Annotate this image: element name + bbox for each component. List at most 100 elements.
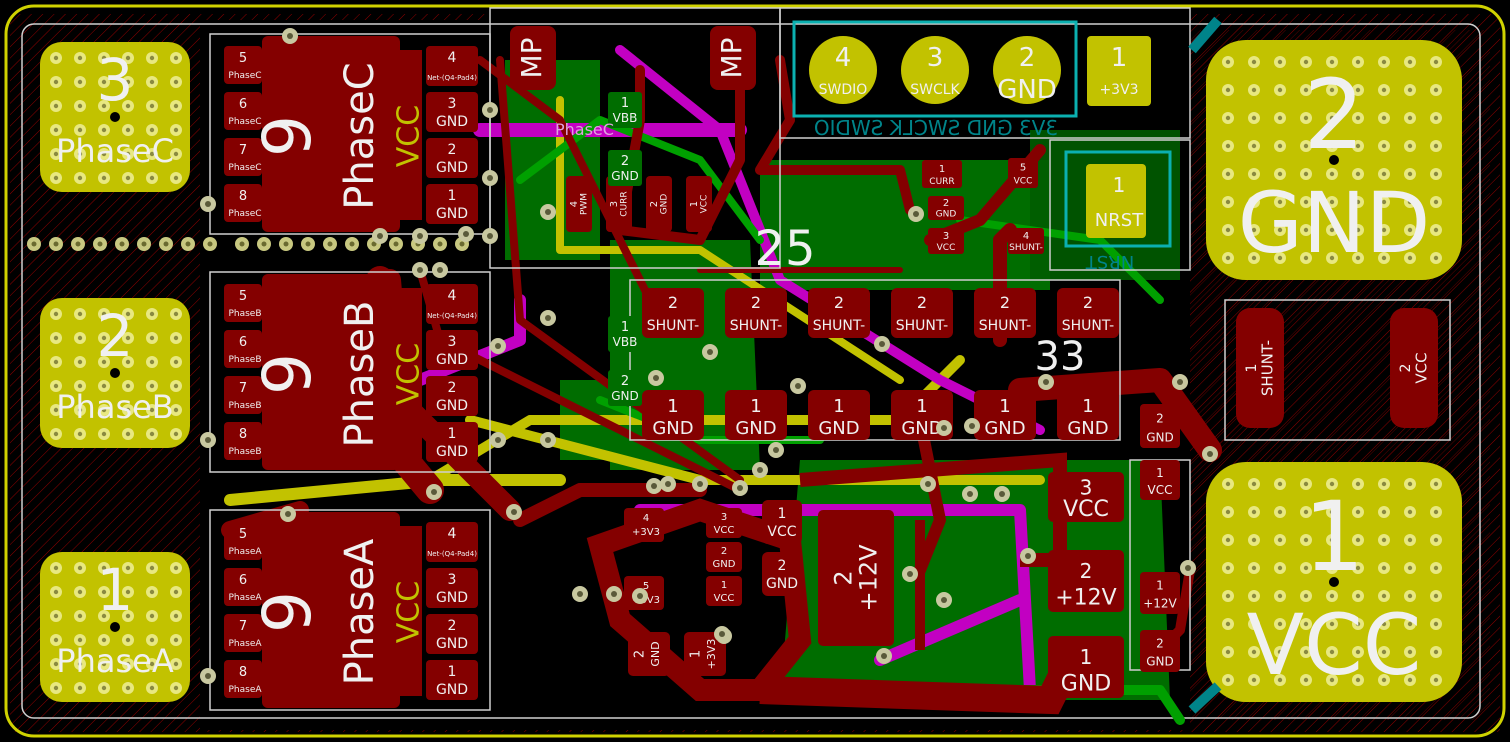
pin-number: 1 <box>621 320 629 335</box>
pin-net: PhaseC <box>228 71 261 81</box>
pin-number: 1 <box>939 164 945 175</box>
pin-number: 1 <box>689 201 700 207</box>
pin-number: 7 <box>239 143 247 158</box>
mosfet-pin <box>426 284 478 324</box>
pin-number: 5 <box>239 527 247 542</box>
pin-number: 4 <box>835 43 852 73</box>
mosfet-pin <box>224 330 262 368</box>
corner-mark <box>1188 16 1222 54</box>
pin-number: 2 <box>448 142 457 158</box>
pin-number: 1 <box>689 650 704 658</box>
pin-number: 2 <box>621 374 629 389</box>
pin-number: 6 <box>239 573 247 588</box>
pin-net: PhaseA <box>228 685 262 695</box>
pin-number: 3 <box>721 512 727 523</box>
mosfet-pin <box>224 184 262 222</box>
mosfet-side-net: VCC <box>392 581 427 643</box>
pin-number: 8 <box>239 189 247 204</box>
pin-net: GND <box>901 418 942 439</box>
mosfet-pin <box>224 522 262 560</box>
pin-number: 5 <box>1020 163 1026 174</box>
pin-number: 2 <box>1080 559 1093 583</box>
pin-net: GND <box>1146 655 1174 669</box>
pin-number: 7 <box>239 619 247 634</box>
pin-net: VCC <box>1063 497 1109 522</box>
pin-number: 2 <box>830 570 858 585</box>
mp-label: MP <box>715 37 748 78</box>
header-pin-3v3[interactable]: 1 +3V3 <box>1087 36 1151 106</box>
pin-net: PWM <box>580 193 590 215</box>
nrst-pad[interactable]: 1 NRST <box>1064 150 1172 248</box>
pin-number: 2 <box>751 293 761 312</box>
pin-number: 1 <box>1156 466 1164 480</box>
pin-number: 3 <box>943 231 949 242</box>
pin-name: +3V3 <box>1099 82 1138 98</box>
pin-net: GND <box>1061 672 1111 697</box>
mosfet-pin <box>224 46 262 84</box>
pin-net: +12V <box>1055 586 1116 611</box>
pin-number: 2 <box>621 154 629 169</box>
pin-number: 3 <box>927 43 944 73</box>
pin-number: 1 <box>1111 43 1128 73</box>
mosfet-pin <box>426 46 478 86</box>
pin-number: 4 <box>448 288 457 304</box>
pin-net: SHUNT- <box>813 318 865 334</box>
trace-in2 <box>874 594 1026 666</box>
trace-front <box>914 414 946 576</box>
pin-number: 4 <box>1023 231 1029 242</box>
mp-pad[interactable]: MP <box>510 26 556 90</box>
pin-number: 2 <box>649 201 660 207</box>
pin-net: +3V3 <box>705 639 718 670</box>
pin-net: GND <box>660 194 670 215</box>
swd-header <box>792 20 1078 118</box>
ic2-ref: 33 <box>1035 334 1086 380</box>
nrst-back-label: NRST <box>1085 251 1134 272</box>
pin-net: +12V <box>855 544 883 612</box>
pin-net: GND <box>984 418 1025 439</box>
mp-pad[interactable]: MP <box>710 26 756 90</box>
pin-net: VBB <box>613 335 638 349</box>
pin-net: GND <box>436 590 468 606</box>
trace-in1 <box>224 474 566 506</box>
mosfet-pin <box>426 422 478 462</box>
pin-number: 3 <box>609 201 620 207</box>
ic-ref: 25 <box>754 221 815 277</box>
phase-pad-name: PhaseC <box>56 132 174 170</box>
pin-net: PhaseB <box>228 447 261 457</box>
silk-outlines <box>209 7 1451 711</box>
pin-net: GND <box>436 682 468 698</box>
mosfet-pin <box>426 660 478 700</box>
pin-number: 3 <box>448 572 457 588</box>
phase-pad-number: 2 <box>97 302 134 370</box>
power-pad-number: 2 <box>1303 59 1364 171</box>
pin-net: SHUNT- <box>730 318 782 334</box>
pin-net: Net-(Q4-Pad4) <box>427 550 477 558</box>
pin-net: CURR <box>929 177 954 187</box>
mosfet-pin <box>224 614 262 652</box>
mosfet-pin <box>426 376 478 416</box>
vias <box>200 28 1218 684</box>
mosfet-side-net: VCC <box>392 105 427 167</box>
